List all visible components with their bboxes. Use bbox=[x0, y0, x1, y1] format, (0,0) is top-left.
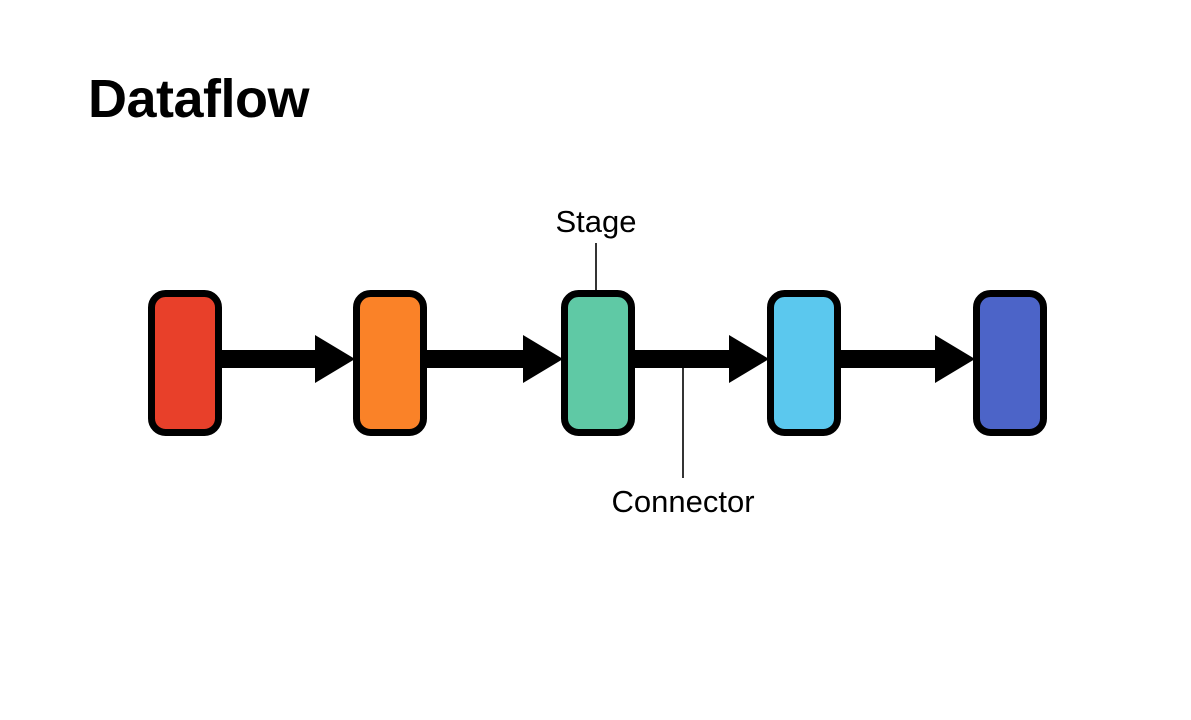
stage-2[interactable] bbox=[353, 290, 427, 436]
connector-callout-label: Connector bbox=[611, 484, 754, 519]
connector-4-arrowhead bbox=[935, 335, 975, 383]
connector-group bbox=[215, 335, 975, 383]
stage-3[interactable] bbox=[561, 290, 635, 436]
connector-2-shaft bbox=[421, 350, 523, 368]
connector-1-arrowhead bbox=[315, 335, 355, 383]
callout-connector: Connector bbox=[611, 368, 755, 519]
stage-group bbox=[148, 290, 1047, 436]
connector-3-shaft bbox=[628, 350, 729, 368]
stage-1[interactable] bbox=[148, 290, 222, 436]
stage-4[interactable] bbox=[767, 290, 841, 436]
connector-4-shaft bbox=[834, 350, 935, 368]
connector-1[interactable] bbox=[215, 335, 355, 383]
connector-2[interactable] bbox=[421, 335, 563, 383]
connector-3[interactable] bbox=[628, 335, 769, 383]
connector-1-shaft bbox=[215, 350, 315, 368]
connector-2-arrowhead bbox=[523, 335, 563, 383]
callout-stage: Stage bbox=[555, 204, 637, 292]
connector-3-arrowhead bbox=[729, 335, 769, 383]
stage-callout-label: Stage bbox=[555, 204, 636, 239]
connector-4[interactable] bbox=[834, 335, 975, 383]
page-title: Dataflow bbox=[88, 69, 310, 129]
stage-5[interactable] bbox=[973, 290, 1047, 436]
